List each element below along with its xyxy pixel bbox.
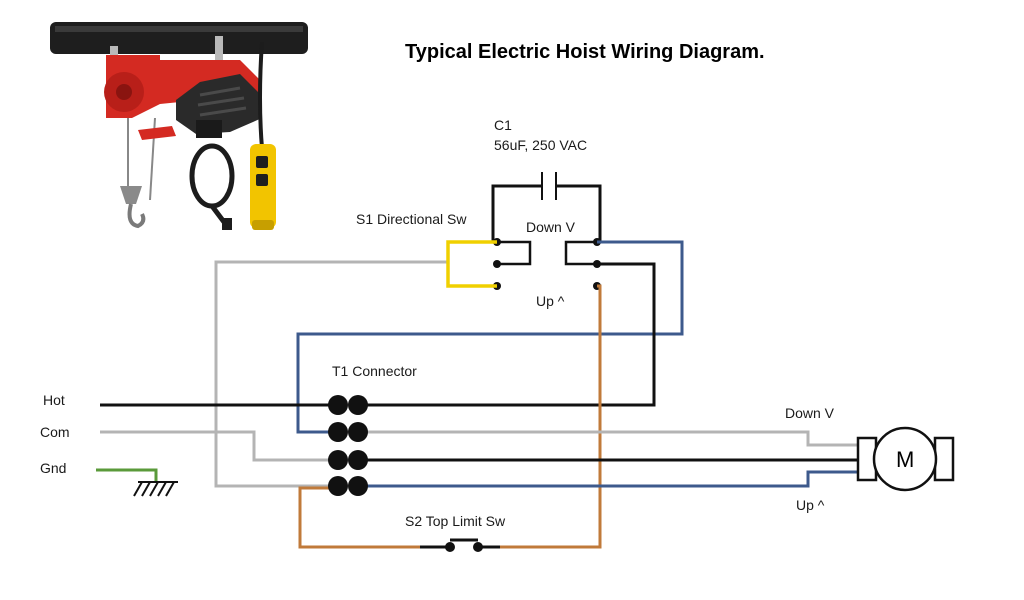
motor-up-label: Up ^ [796, 497, 825, 513]
t1-connector-label: T1 Connector [332, 363, 417, 379]
t1-connector-terminals [328, 395, 368, 496]
s1-switch-label: S1 Directional Sw [356, 211, 467, 227]
hot-label: Hot [43, 392, 65, 408]
s2-limit-switch-symbol [420, 538, 500, 552]
wires [96, 240, 858, 549]
capacitor-rating: 56uF, 250 VAC [494, 137, 587, 153]
gnd-label: Gnd [40, 460, 66, 476]
capacitor-name: C1 [494, 117, 512, 133]
diagram-title: Typical Electric Hoist Wiring Diagram. [405, 41, 765, 63]
motor-down-label: Down V [785, 405, 835, 421]
motor-m-label: M [896, 447, 914, 472]
s1-up-label: Up ^ [536, 293, 565, 309]
ground-symbol [133, 481, 178, 497]
hoist-photo [50, 22, 308, 230]
s2-limit-switch-label: S2 Top Limit Sw [405, 513, 506, 529]
com-label: Com [40, 424, 70, 440]
capacitor-symbol [491, 172, 602, 242]
s1-switch-contacts [493, 238, 601, 290]
s1-down-label: Down V [526, 219, 576, 235]
motor-symbol [856, 426, 955, 492]
